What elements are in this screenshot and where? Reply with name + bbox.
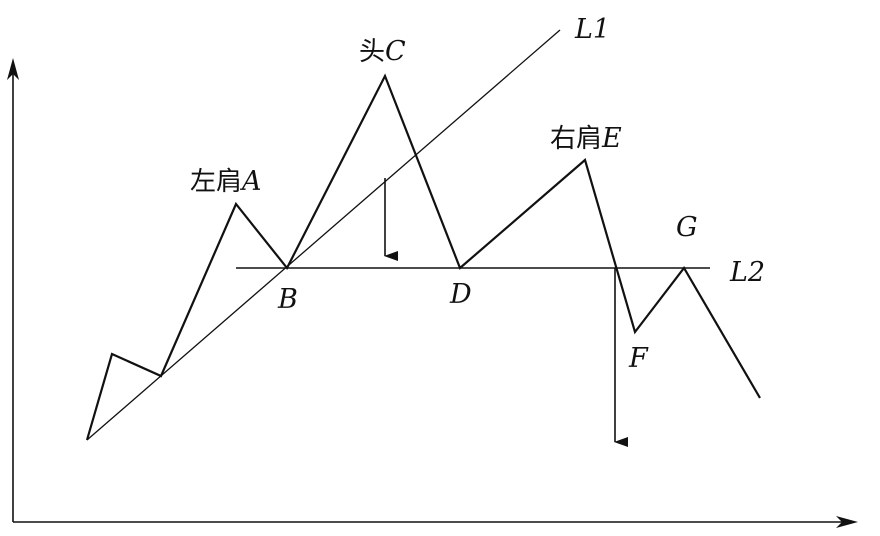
point-d-label: D	[449, 279, 472, 310]
right-shoulder-label: 右肩E	[550, 123, 622, 154]
line-l1-label: L1	[574, 14, 610, 45]
trend-line-l1	[86, 29, 561, 441]
point-b-label: B	[277, 284, 298, 315]
price-path	[85, 73, 761, 441]
point-f-label: F	[628, 343, 649, 374]
line-l2-label: L2	[729, 257, 765, 288]
y-axis-arrow-icon	[7, 58, 19, 80]
left-shoulder-label: 左肩A	[190, 166, 262, 197]
point-g-label: G	[676, 212, 698, 243]
x-axis-arrow-icon	[836, 516, 858, 528]
head-label: 头C	[359, 36, 406, 67]
